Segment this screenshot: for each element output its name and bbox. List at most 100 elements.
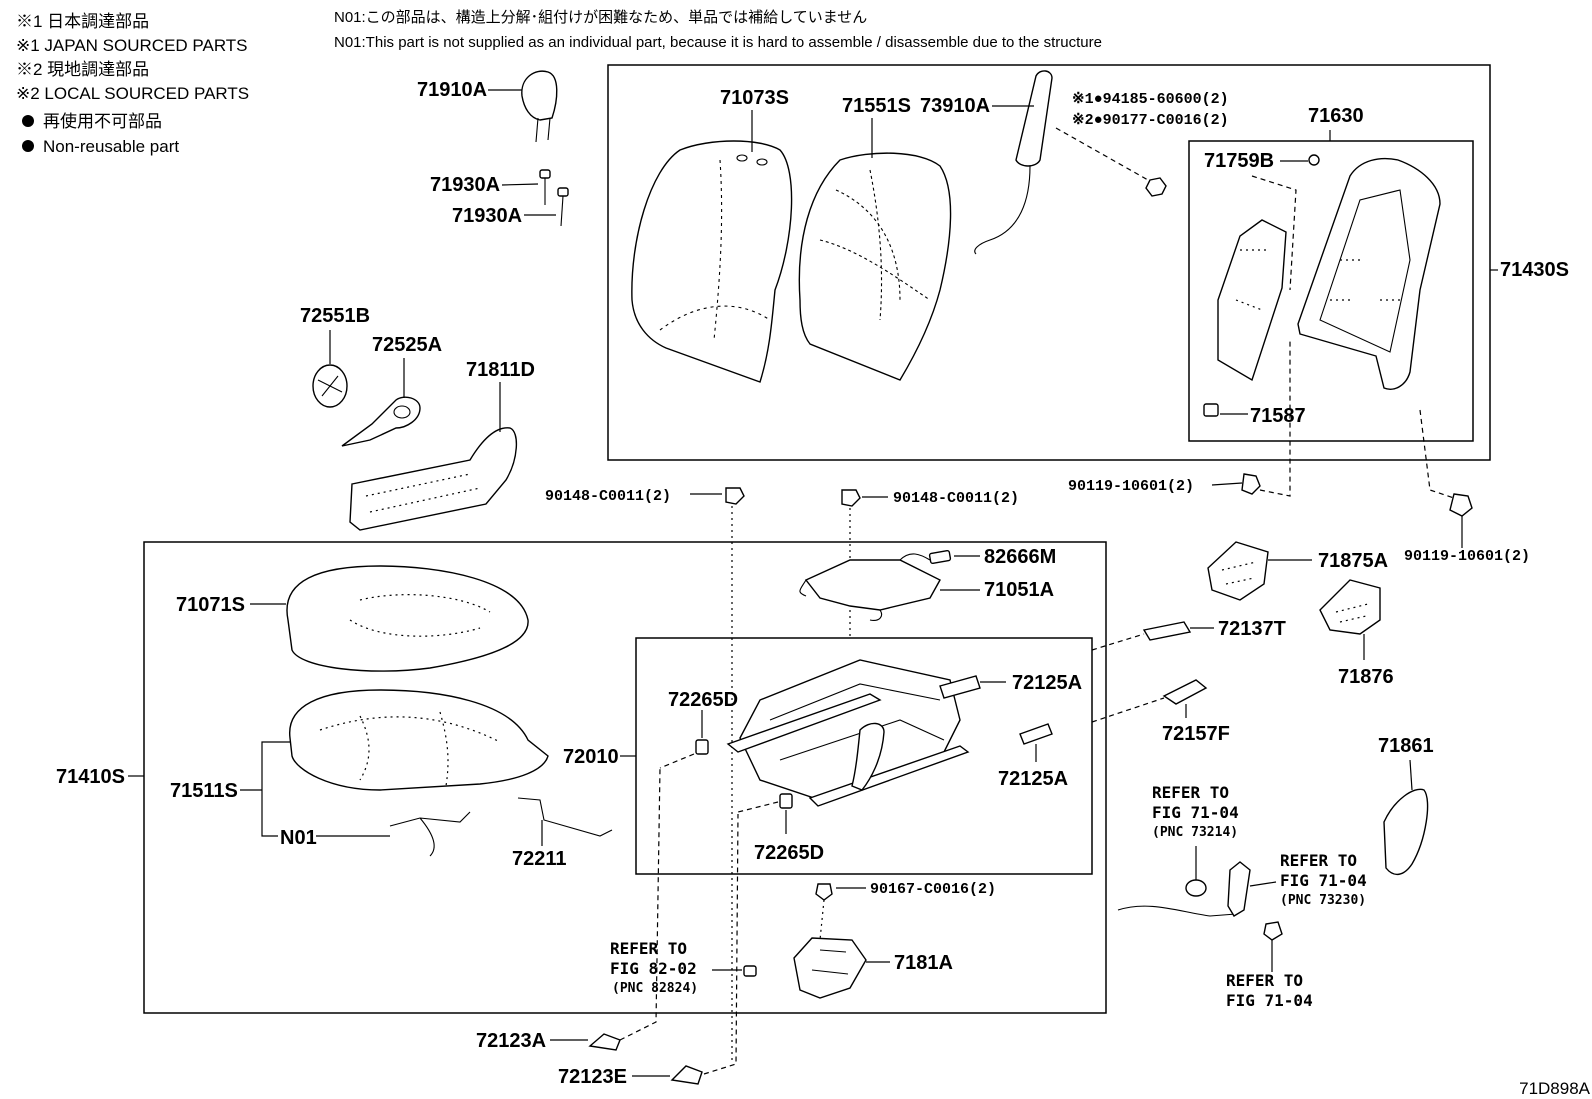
part-label-90119a: 90119-10601(2) <box>1068 478 1194 495</box>
seat-cushion-assembly-box <box>143 541 1107 1014</box>
part-label-90148b: 90148-C0011(2) <box>893 490 1019 507</box>
part-label-71051A: 71051A <box>984 579 1054 601</box>
cover-71861[interactable]: 71861 <box>1378 735 1434 875</box>
legend: ※1 日本調達部品 ※1 JAPAN SOURCED PARTS ※2 現地調達… <box>16 12 249 156</box>
bracket-71876[interactable]: 71876 <box>1319 579 1394 688</box>
screw-90167[interactable]: 90167-C0016(2) <box>815 881 996 961</box>
part-label-71930A-1: 71930A <box>430 174 500 196</box>
refer-line-1: REFER TO <box>1280 851 1357 870</box>
part-label-72125A-1: 72125A <box>1012 672 1082 694</box>
part-label-71410S: 71410S <box>56 766 125 788</box>
note-n01-en: N01:This part is not supplied as an indi… <box>334 34 1102 51</box>
seatback-frame-71630[interactable]: 71630 <box>1297 105 1441 390</box>
part-label-72157F: 72157F <box>1162 723 1230 745</box>
clip-72123A[interactable]: 72123A <box>476 767 661 1052</box>
part-label-72265D-1: 72265D <box>668 689 738 711</box>
refer-to-fig-82-02-pnc-82824[interactable]: REFER TO FIG 82-02 (PNC 82824) <box>610 939 742 996</box>
part-label-71876: 71876 <box>1338 666 1394 688</box>
seatback-frame-subbox <box>1188 140 1474 442</box>
refer-line-3: (PNC 82824) <box>612 981 698 996</box>
bracket-71875A[interactable]: 71875A <box>1207 541 1388 601</box>
part-label-N01: N01 <box>280 827 317 849</box>
part-label-71551S: 71551S <box>842 95 911 117</box>
legend-nonreuse-en: Non-reusable part <box>43 137 179 156</box>
part-label-94185: ※1●94185-60600(2) <box>1072 91 1229 108</box>
part-label-90148a: 90148-C0011(2) <box>545 488 671 505</box>
wire-72211[interactable]: 72211 <box>512 797 613 870</box>
figure-code: 71D898A <box>1519 1079 1591 1098</box>
refer-line-1: REFER TO <box>1226 971 1303 990</box>
legend-japan-jp: ※1 日本調達部品 <box>16 12 149 31</box>
heater-element-N01[interactable]: N01 <box>280 811 471 857</box>
seat-cushion-cover-71071S[interactable]: 71071S <box>176 565 529 672</box>
cover-72125A-1[interactable]: 72125A <box>939 672 1082 699</box>
pad-71759B[interactable]: 71759B <box>1204 150 1320 172</box>
part-label-72010: 72010 <box>563 746 619 768</box>
bolt-90119-b[interactable]: 90119-10601(2) <box>1404 409 1530 565</box>
part-label-71430S: 71430S <box>1500 259 1569 281</box>
refer-line-2: FIG 71-04 <box>1226 991 1313 1010</box>
lever-72525A[interactable]: 72525A <box>341 334 442 447</box>
part-label-90177: ※2●90177-C0016(2) <box>1072 112 1229 129</box>
seatbelt-buckle[interactable] <box>1117 846 1283 972</box>
cover-72157F[interactable]: 72157F <box>1091 679 1230 745</box>
knob-72551B[interactable]: 72551B <box>300 305 370 408</box>
nut-94185-90177[interactable]: ※1●94185-60600(2) ※2●90177-C0016(2) <box>1055 91 1229 197</box>
part-label-71759B: 71759B <box>1204 150 1274 172</box>
seatback-pad-71551S[interactable]: 71551S <box>798 95 952 381</box>
part-label-90119b: 90119-10601(2) <box>1404 548 1530 565</box>
part-label-71930A-2: 71930A <box>452 205 522 227</box>
seat-adjuster-72010[interactable]: 72010 <box>563 659 970 807</box>
clip-71587[interactable]: 71587 <box>1203 403 1306 427</box>
part-label-71511S: 71511S <box>170 780 238 802</box>
sensor-82666M[interactable]: 82666M <box>928 546 1056 568</box>
bolt-90148-a[interactable]: 90148-C0011(2) <box>545 487 745 1060</box>
headrest-71910A[interactable]: 71910A <box>417 70 558 143</box>
bracket-7181A[interactable]: 7181A <box>743 937 953 999</box>
headrest-guide-71930A[interactable]: 71930A 71930A <box>430 169 569 227</box>
seat-cushion-pad-71511S[interactable]: 71511S <box>170 689 549 837</box>
cover-72137T[interactable]: 72137T <box>1091 618 1286 651</box>
part-label-71910A: 71910A <box>417 79 487 101</box>
refer-to-fig-71-04-pnc-73230[interactable]: REFER TO FIG 71-04 (PNC 73230) <box>1249 851 1367 908</box>
part-label-72123A: 72123A <box>476 1030 546 1052</box>
note-n01-jp: N01:この部品は、構造上分解･組付けが困難なため、単品では補給していません <box>334 9 867 26</box>
clip-72265D-2[interactable]: 72265D <box>737 793 824 864</box>
refer-line-3: (PNC 73214) <box>1152 825 1238 840</box>
part-label-72551B: 72551B <box>300 305 370 327</box>
refer-line-3: (PNC 73230) <box>1280 893 1366 908</box>
part-label-71875A: 71875A <box>1318 550 1388 572</box>
legend-local-en: ※2 LOCAL SOURCED PARTS <box>16 84 249 103</box>
part-label-72137T: 72137T <box>1218 618 1286 640</box>
clip-72123E[interactable]: 72123E <box>558 813 739 1088</box>
part-label-73910A: 73910A <box>920 95 990 117</box>
seat-shield-71811D[interactable]: 71811D <box>349 359 535 531</box>
part-label-71073S: 71073S <box>720 87 789 109</box>
refer-to-fig-71-04[interactable]: REFER TO FIG 71-04 <box>1226 971 1313 1010</box>
part-label-72525A: 72525A <box>372 334 442 356</box>
part-label-72211: 72211 <box>512 848 567 870</box>
nonreusable-dot-icon <box>22 115 34 127</box>
part-label-71811D: 71811D <box>466 359 535 381</box>
part-label-90167: 90167-C0016(2) <box>870 881 996 898</box>
wire-harness-71051A[interactable]: 71051A <box>799 553 1054 621</box>
cover-72125A-2[interactable]: 72125A <box>998 723 1068 790</box>
refer-line-2: FIG 71-04 <box>1152 803 1239 822</box>
seatback-cover-71073S[interactable]: 71073S <box>631 87 793 383</box>
bolt-90119-a[interactable]: 90119-10601(2) <box>1068 340 1291 497</box>
clip-72265D-1[interactable]: 72265D <box>659 689 738 769</box>
part-label-82666M: 82666M <box>984 546 1056 568</box>
nonreusable-dot-icon <box>22 140 34 152</box>
part-label-71630: 71630 <box>1308 105 1364 127</box>
refer-line-1: REFER TO <box>610 939 687 958</box>
legend-local-jp: ※2 現地調達部品 <box>16 60 149 79</box>
part-label-71071S: 71071S <box>176 594 245 616</box>
refer-line-2: FIG 82-02 <box>610 959 697 978</box>
refer-line-2: FIG 71-04 <box>1280 871 1367 890</box>
part-label-72265D-2: 72265D <box>754 842 824 864</box>
lumbar-support-panel[interactable] <box>1217 175 1297 382</box>
refer-to-fig-71-04-pnc-73214[interactable]: REFER TO FIG 71-04 (PNC 73214) <box>1152 783 1239 840</box>
seat-heater-73910A[interactable]: 73910A <box>920 70 1053 255</box>
bolt-90148-b[interactable]: 90148-C0011(2) <box>841 489 1019 640</box>
